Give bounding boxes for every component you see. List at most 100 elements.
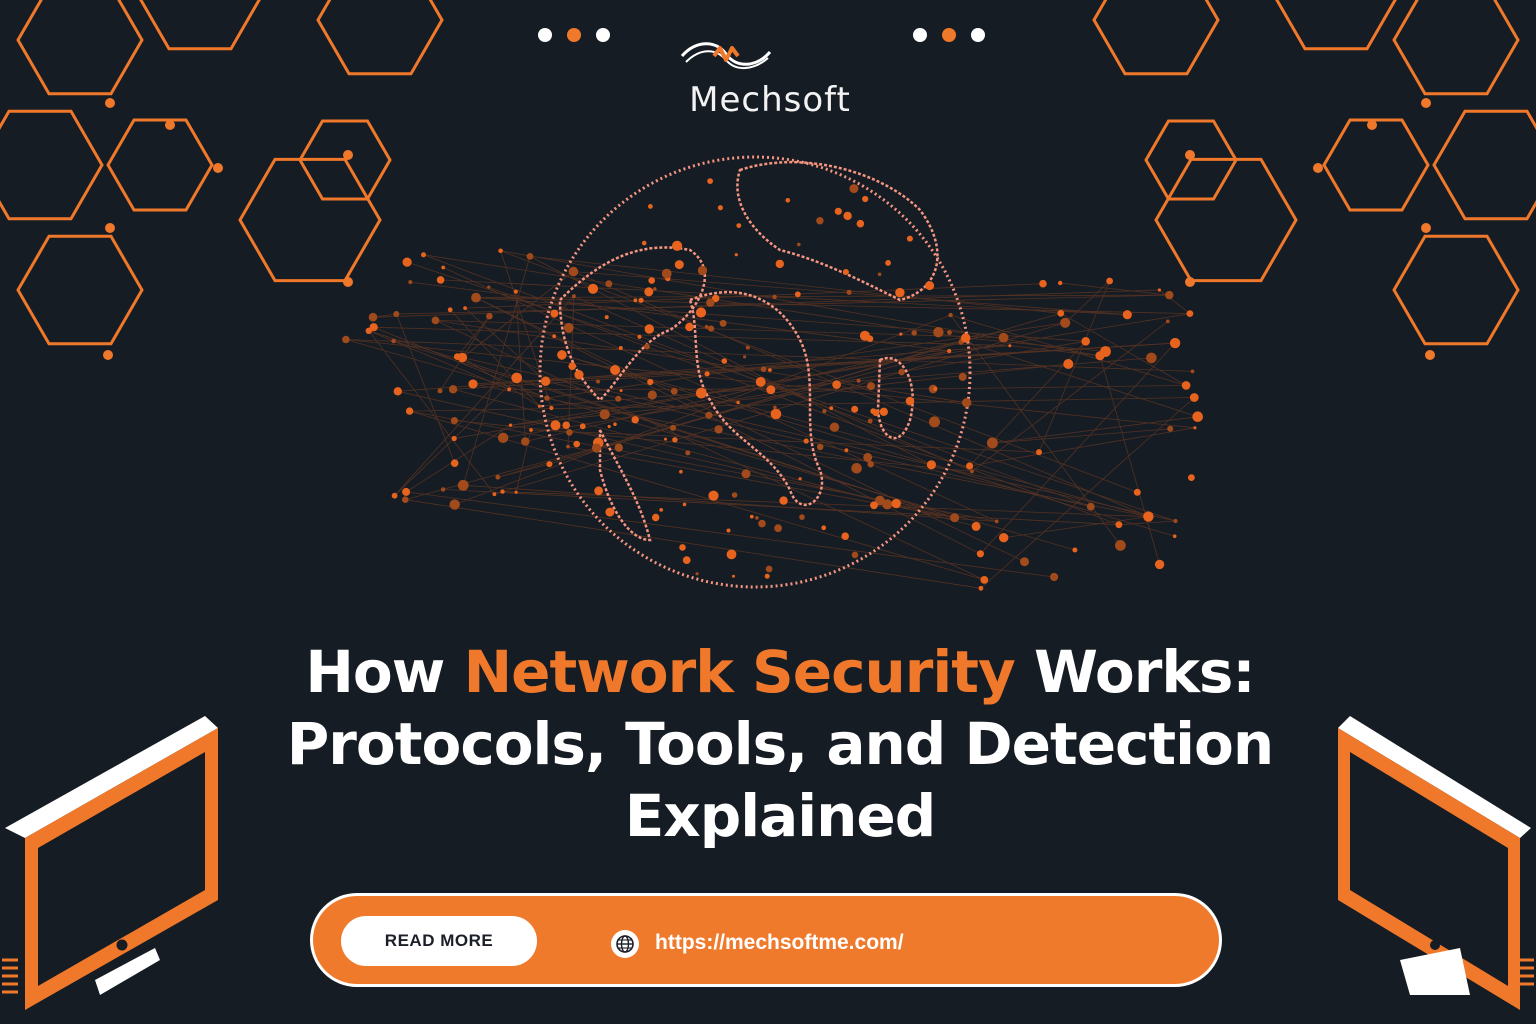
network-node (707, 178, 713, 185)
network-node (437, 388, 443, 394)
network-link (463, 484, 997, 522)
network-node (631, 416, 639, 424)
network-link (475, 297, 981, 555)
network-node (844, 448, 849, 453)
network-link (1118, 520, 1176, 526)
network-node (544, 395, 550, 401)
network-node (587, 283, 599, 294)
network-link (475, 297, 1086, 342)
network-node (557, 350, 567, 360)
hexagon-node (165, 120, 175, 130)
network-node (862, 195, 869, 203)
hexagon-shape (1144, 119, 1238, 201)
globe-icon (611, 930, 639, 958)
network-node (947, 330, 952, 335)
network-link (1003, 516, 1149, 539)
network-node (772, 294, 777, 300)
hexagon-shape (0, 109, 104, 221)
network-node (851, 405, 859, 413)
network-node (1115, 540, 1126, 551)
network-node (431, 316, 440, 325)
network-node (669, 424, 677, 431)
decorative-dots-right (913, 26, 993, 44)
left-monitor-icon (2, 716, 218, 1010)
network-node (994, 519, 999, 524)
network-node (842, 269, 849, 275)
network-link (396, 294, 1170, 315)
network-node (500, 489, 505, 494)
network-node (859, 330, 870, 341)
network-link (980, 342, 1176, 555)
network-link (462, 357, 1176, 522)
network-node (1167, 425, 1174, 432)
network-node (508, 423, 513, 427)
network-link (368, 330, 955, 519)
network-node (704, 371, 710, 377)
network-node (599, 409, 610, 420)
network-node (447, 307, 453, 313)
mechsoft-wave-logo-icon (680, 42, 772, 69)
network-node (755, 516, 759, 520)
network-link (368, 330, 495, 495)
hexagon-node (343, 277, 353, 287)
network-node (1146, 352, 1157, 364)
hexagon-node (105, 98, 115, 108)
network-node (797, 242, 801, 247)
network-node (507, 387, 511, 392)
network-link (530, 429, 1040, 453)
network-node (885, 260, 891, 266)
network-node (495, 474, 501, 480)
headline-line-2: Protocols, Tools, and Detection (286, 710, 1274, 778)
network-link (494, 322, 1066, 495)
network-node (672, 437, 678, 443)
network-node (647, 390, 657, 400)
network-node (799, 514, 805, 520)
network-node (856, 378, 861, 383)
network-node (764, 573, 770, 579)
network-node (594, 486, 603, 496)
network-node (402, 487, 411, 496)
network-node (526, 253, 534, 260)
network-node (549, 405, 554, 411)
network-node (568, 362, 576, 371)
network-node (457, 479, 469, 491)
network-node (1192, 411, 1203, 423)
network-node (726, 528, 731, 533)
network-node (697, 265, 708, 276)
network-node (999, 533, 1009, 543)
network-node (486, 312, 493, 320)
hexagon-shape (316, 0, 444, 76)
network-node (440, 487, 446, 492)
network-node (863, 452, 873, 462)
network-node (605, 507, 615, 517)
network-node (749, 514, 754, 519)
network-node (468, 379, 478, 389)
network-link (475, 294, 1170, 299)
website-url[interactable]: https://mechsoftme.com/ (655, 931, 904, 954)
network-node (682, 502, 687, 507)
network-link (475, 297, 1025, 563)
network-node (721, 358, 728, 364)
network-node (1165, 290, 1174, 300)
network-link (965, 337, 1106, 352)
network-node (708, 490, 719, 501)
hexagon-shape (16, 234, 144, 346)
network-node (846, 289, 852, 295)
network-node (798, 477, 802, 481)
headline-pre: How (305, 638, 464, 706)
hexagon-node (103, 350, 113, 360)
network-link (435, 320, 1004, 339)
read-more-button[interactable]: READ MORE (341, 916, 537, 966)
network-node (552, 334, 557, 339)
network-link (395, 313, 456, 464)
network-node (755, 377, 766, 387)
network-link (961, 340, 1198, 418)
network-node (926, 460, 937, 470)
network-node (391, 492, 398, 499)
network-link (545, 380, 1091, 507)
network-link (525, 340, 963, 442)
hexagon-shape (1154, 157, 1298, 283)
network-node (961, 333, 971, 343)
network-node (911, 330, 917, 336)
network-node (682, 556, 691, 564)
